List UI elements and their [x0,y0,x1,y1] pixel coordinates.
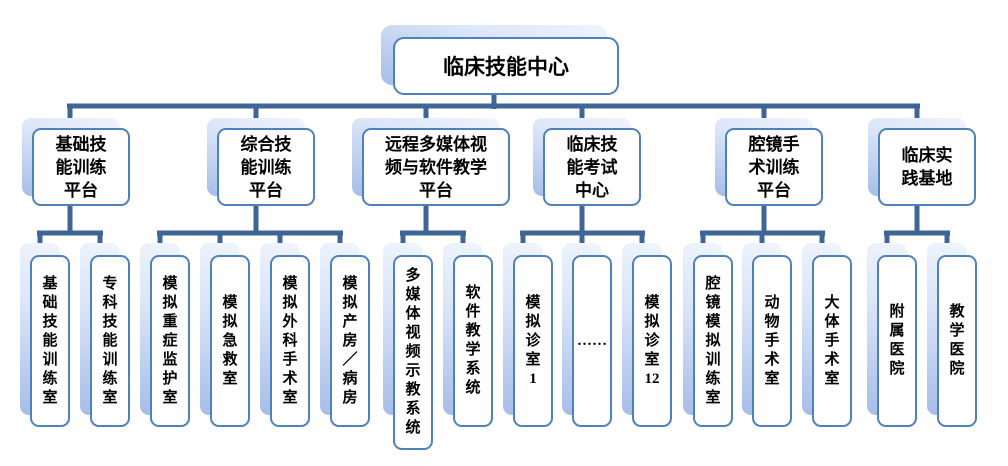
node-label: 模拟外科手术室 [282,275,298,406]
node-box: 模拟产房／病房 [330,255,370,427]
node-label: 模拟产房／病房 [342,275,358,406]
node-label: 模拟诊室1 [525,294,541,387]
node-box: 腔镜手术训练平台 [725,128,823,206]
node-box: 大体手术室 [812,255,852,427]
node-label: 专科技能训练室 [102,275,118,406]
node-box: 动物手术室 [752,255,792,427]
node-box: 模拟急救室 [210,255,250,427]
node-box: 基础技能训练室 [30,255,70,427]
node-label: 腔镜模拟训练室 [705,275,721,406]
node-box: 模拟外科手术室 [270,255,310,427]
node-label: 腔镜手术训练平台 [748,134,800,200]
node-box: 教学医院 [937,255,977,427]
node-label: 临床技能中心 [443,55,569,79]
node-label: 基础技能训练室 [42,275,58,406]
node-box: 附属医院 [877,255,917,427]
node-box: 软件教学系统 [453,255,493,427]
node-label: 模拟诊室12 [644,294,660,387]
node-box: 综合技能训练平台 [217,128,315,206]
node-box: 多媒体视频示教系统 [393,255,433,450]
node-box: …… [572,255,612,427]
node-box: 模拟诊室1 [513,255,553,427]
node-label: 临床实践基地 [901,146,953,188]
node-label: 大体手术室 [824,294,840,387]
node-label: 综合技能训练平台 [240,134,292,200]
node-box: 腔镜模拟训练室 [693,255,733,427]
node-box: 基础技能训练平台 [32,128,130,206]
node-label: 模拟急救室 [222,294,238,387]
node-label: 远程多媒体视频与软件教学平台 [385,134,487,200]
node-box: 远程多媒体视频与软件教学平台 [362,128,510,206]
node-label: 多媒体视频示教系统 [405,268,421,436]
node-box: 模拟诊室12 [632,255,672,427]
node-label: 附属医院 [889,304,905,377]
node-box: 模拟重症监护室 [150,255,190,427]
node-box: 临床技能考试中心 [543,128,641,206]
node-box: 专科技能训练室 [90,255,130,427]
node-label: 动物手术室 [764,294,780,387]
node-label: 软件教学系统 [465,285,481,396]
node-box: 临床实践基地 [878,128,976,206]
node-label: 临床技能考试中心 [566,134,618,200]
node-box: 临床技能中心 [393,37,619,95]
node-label: 基础技能训练平台 [55,134,107,200]
node-label: 教学医院 [949,304,965,377]
node-label: 模拟重症监护室 [162,275,178,406]
node-label: …… [577,332,607,349]
